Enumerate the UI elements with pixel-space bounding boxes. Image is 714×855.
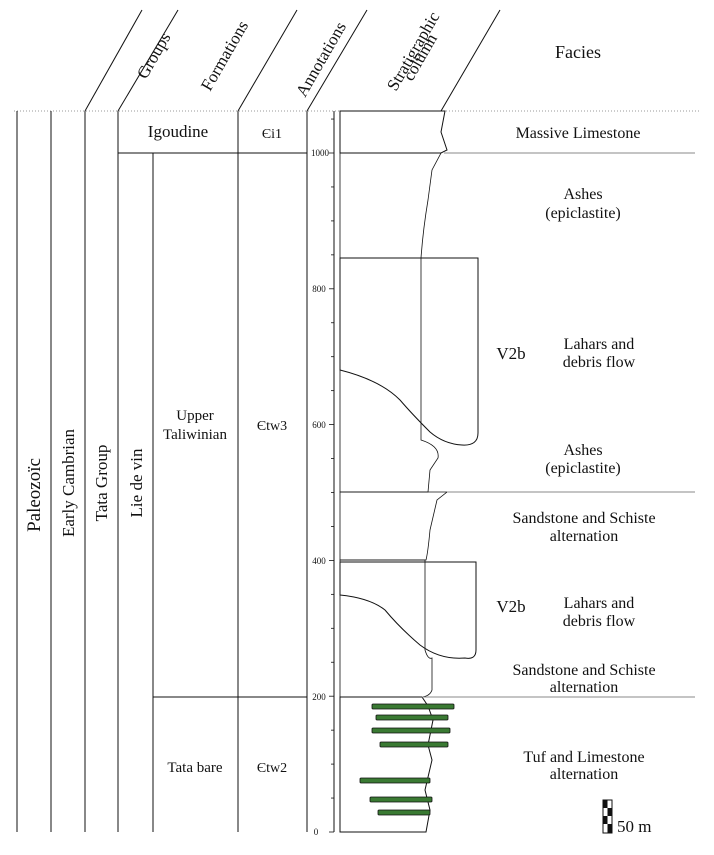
depth-tick-0: 0 (314, 827, 319, 837)
stratigraphic-column (339, 110, 479, 833)
formation-tata-bare: Tata bare (167, 760, 223, 776)
facies-tuf-line1: Tuf and Limestone (523, 749, 644, 766)
facies-lahars-1-line2: debris flow (563, 354, 636, 371)
formation-igoudine: Igoudine (148, 122, 208, 141)
code-ei1: Єi1 (262, 127, 282, 142)
depth-tick-800: 800 (312, 284, 326, 294)
scale-bar: 50 m (602, 799, 651, 836)
facies-tag-v2b-1: V2b (496, 344, 525, 363)
formation-upper-taliwinian-line2: Taliwinian (163, 427, 227, 443)
header-facies: Facies (555, 42, 601, 62)
header-groups: Groups (133, 29, 174, 82)
depth-tick-200: 200 (312, 692, 326, 702)
facies-lahars-1-line1: Lahars and (564, 336, 635, 353)
facies-lahars-2-line2: debris flow (563, 613, 636, 630)
layer-ash (339, 152, 442, 493)
tuf-ledges (359, 703, 455, 816)
formation-upper-taliwinian-line1: Upper (176, 408, 214, 424)
code-etw3: Єtw3 (257, 419, 287, 434)
facies-tag-v2b-2: V2b (496, 597, 525, 616)
period-label: Early Cambrian (59, 428, 78, 537)
facies-ashes-2-line1: Ashes (563, 442, 602, 459)
facies-ashes-2-line2: (epiclastite) (545, 460, 621, 477)
facies-sandstone-1-line2: alternation (550, 528, 618, 545)
scale-bar-label: 50 m (617, 817, 651, 836)
depth-tick-600: 600 (312, 420, 326, 430)
code-etw2: Єtw2 (257, 761, 287, 776)
facies-ashes-1-line2: (epiclastite) (545, 205, 621, 222)
facies-ashes-1-line1: Ashes (563, 186, 602, 203)
subgroup-label: Lie de vin (127, 448, 146, 517)
facies-tuf-line2: alternation (550, 766, 618, 783)
header-separators (84, 9, 501, 112)
facies-boundaries (422, 152, 695, 698)
group-label: Tata Group (92, 445, 111, 522)
era-label: Paleozoïc (24, 458, 45, 532)
facies-sandstone-1-line1: Sandstone and Schiste (512, 510, 655, 527)
layer-limestone (339, 110, 448, 154)
depth-tick-1000: 1000 (311, 148, 330, 158)
facies-sandstone-2-line1: Sandstone and Schiste (512, 662, 655, 679)
depth-tick-400: 400 (312, 556, 326, 566)
layer-lahar-upper (339, 257, 479, 446)
layer-sandstone-lower (339, 559, 433, 698)
layer-sandstone-upper (339, 491, 449, 561)
facies-lahars-2-line1: Lahars and (564, 595, 635, 612)
depth-axis: 0 200 400 600 800 1000 (311, 111, 335, 837)
facies-sandstone-2-line2: alternation (550, 679, 618, 696)
header-formations: Formations (197, 17, 252, 94)
facies-massive-limestone: Massive Limestone (516, 125, 641, 142)
layer-lahar-lower (339, 561, 477, 659)
column-lines (16, 111, 308, 832)
